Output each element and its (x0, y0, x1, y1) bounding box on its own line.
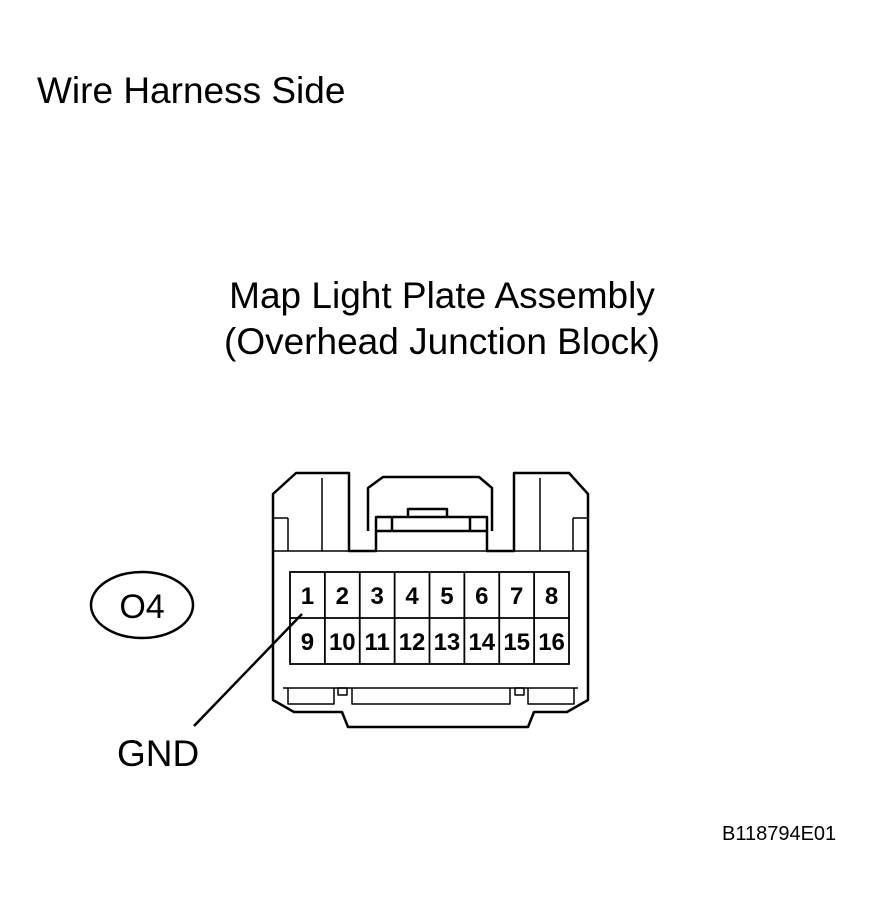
housing-latch (366, 475, 494, 531)
side-label: Wire Harness Side (37, 70, 346, 111)
bottom-right-pip (514, 687, 525, 696)
pin-2: 2 (336, 583, 349, 610)
bottom-left-pip (337, 687, 348, 696)
bottom-center-tab (351, 688, 511, 705)
latch-tab (374, 515, 489, 531)
pin-9: 9 (301, 629, 314, 656)
gnd-label: GND (117, 733, 200, 774)
pin-4: 4 (405, 583, 419, 610)
connector-id-oval (89, 570, 195, 640)
component-title: Map Light Plate Assembly (Overhead Junct… (0, 273, 874, 365)
pin-3: 3 (371, 583, 384, 610)
pin-1: 1 (301, 583, 314, 610)
connector-id-text: O4 (119, 588, 164, 626)
pin-16: 16 (538, 629, 565, 656)
component-name-line1: Map Light Plate Assembly (229, 275, 655, 316)
connector-housing (271, 471, 590, 729)
pin-7: 7 (510, 583, 523, 610)
pin-14: 14 (468, 629, 495, 656)
pin-13: 13 (434, 629, 461, 656)
bottom-right-tab (527, 688, 575, 705)
connector-id-badge: O4 (89, 570, 195, 640)
gnd-leader-line (193, 613, 303, 727)
pin-10: 10 (329, 629, 356, 656)
pin-6: 6 (475, 583, 488, 610)
pin-8: 8 (545, 583, 558, 610)
housing-outline (271, 471, 590, 729)
pin-11: 11 (365, 629, 390, 656)
pin-12: 12 (399, 629, 426, 656)
pin-5: 5 (440, 583, 453, 610)
bottom-left-tab (287, 688, 335, 705)
component-name-line2: (Overhead Junction Block) (224, 321, 660, 362)
figure-code: B118794E01 (722, 823, 837, 845)
pin-15: 15 (503, 629, 530, 656)
latch-key (406, 507, 449, 517)
